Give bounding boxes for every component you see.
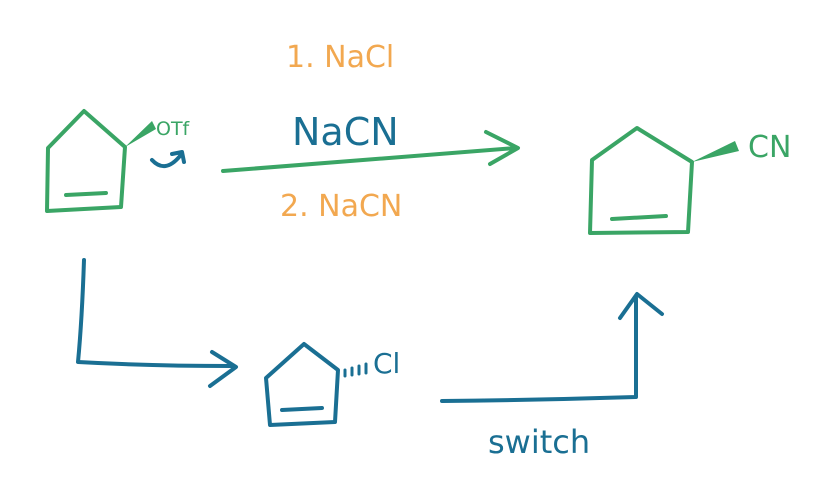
intermediate: Cl	[264, 342, 400, 427]
starting-ring	[45, 109, 127, 213]
product-wedge-bond	[692, 141, 739, 162]
intermediate-substituent-label: Cl	[373, 347, 400, 380]
curved-arrow-icon	[150, 150, 186, 168]
arrowhead-icon	[484, 130, 520, 166]
starting-material: OTf	[45, 109, 191, 213]
lower-path-arrow-1	[76, 258, 238, 388]
switch-label: switch	[488, 423, 590, 461]
arrowhead-icon	[618, 292, 664, 320]
reagent-direct: NaCN	[292, 110, 399, 154]
lower-path-arrow-2	[440, 292, 664, 403]
arrowhead-icon	[208, 350, 238, 388]
product-ring	[588, 126, 694, 235]
reagent-step-1: 1. NaCl	[286, 40, 394, 75]
intermediate-double-bond	[280, 406, 324, 412]
intermediate-ring	[264, 342, 340, 427]
product-substituent-label: CN	[748, 130, 791, 165]
intermediate-hashed-bond	[343, 362, 368, 378]
reagent-step-2: 2. NaCN	[280, 189, 402, 224]
leaving-group-label: OTf	[156, 118, 191, 140]
main-reaction-arrow	[221, 130, 520, 173]
product: CN	[588, 126, 791, 235]
starting-wedge-bond	[125, 121, 156, 147]
product-double-bond	[610, 214, 668, 221]
starting-double-bond	[64, 191, 108, 197]
